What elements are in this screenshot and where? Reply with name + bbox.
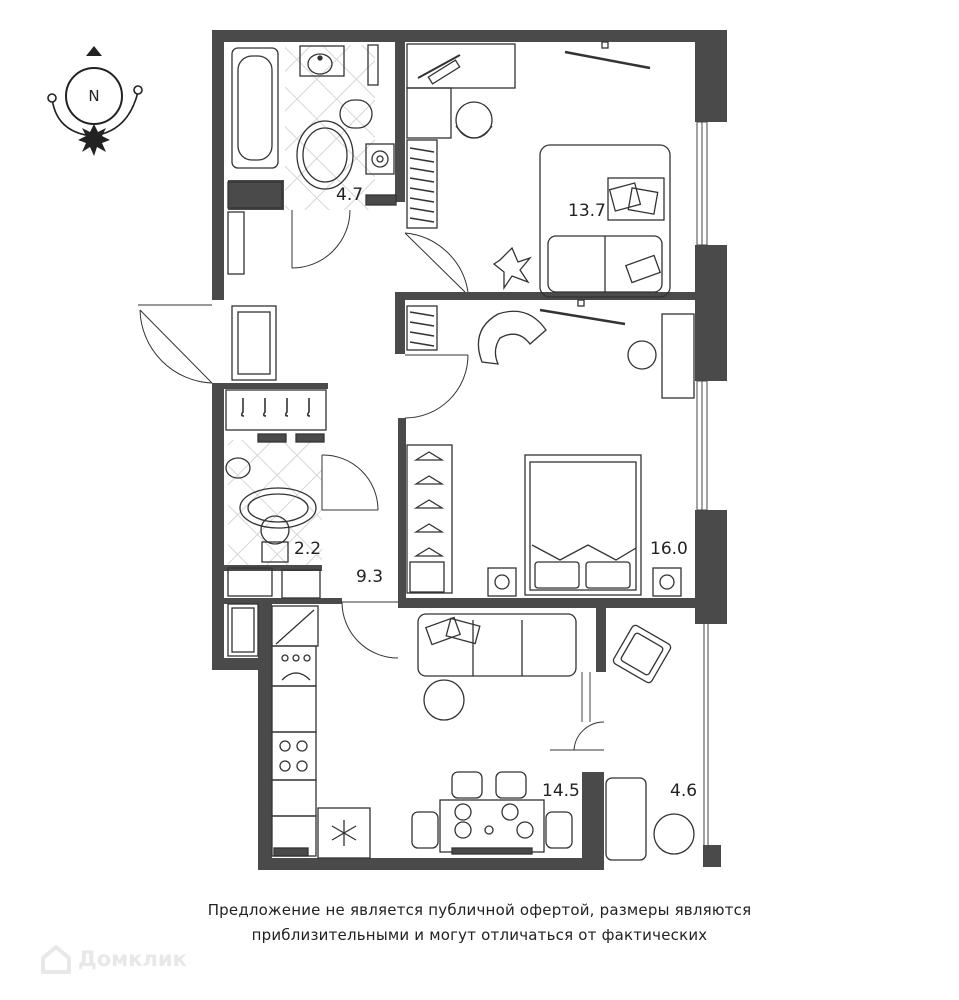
door-swings (138, 209, 605, 751)
bathroom-fixtures (227, 44, 397, 275)
toilet-fixtures (225, 457, 321, 657)
bathroom-area-label: 4.7 (336, 185, 363, 205)
bedroom-1-area-label: 13.7 (568, 201, 606, 221)
hallway-furniture (225, 305, 327, 443)
kitchen-living-area-label: 14.5 (542, 781, 580, 801)
toilet-area-label: 2.2 (294, 539, 321, 559)
brand-watermark: Домклик (40, 944, 187, 974)
windows (581, 121, 709, 850)
compass-north-label: N (88, 87, 99, 105)
walls (212, 30, 727, 870)
balcony-area-label: 4.6 (670, 781, 697, 801)
brand-name: Домклик (78, 947, 187, 971)
bedroom-1-furniture (406, 41, 671, 298)
balcony-furniture (605, 624, 695, 861)
bedroom-2-area-label: 16.0 (650, 539, 688, 559)
house-logo-icon (41, 945, 71, 974)
kitchen-living-furniture (271, 605, 577, 859)
compass-icon (47, 46, 143, 156)
disclaimer-line-2: приблизительными и могут отличаться от ф… (251, 926, 708, 944)
bedroom-2-furniture (406, 299, 695, 597)
disclaimer-line-1: Предложение не является публичной оферто… (207, 901, 752, 919)
hallway-area-label: 9.3 (356, 567, 383, 587)
